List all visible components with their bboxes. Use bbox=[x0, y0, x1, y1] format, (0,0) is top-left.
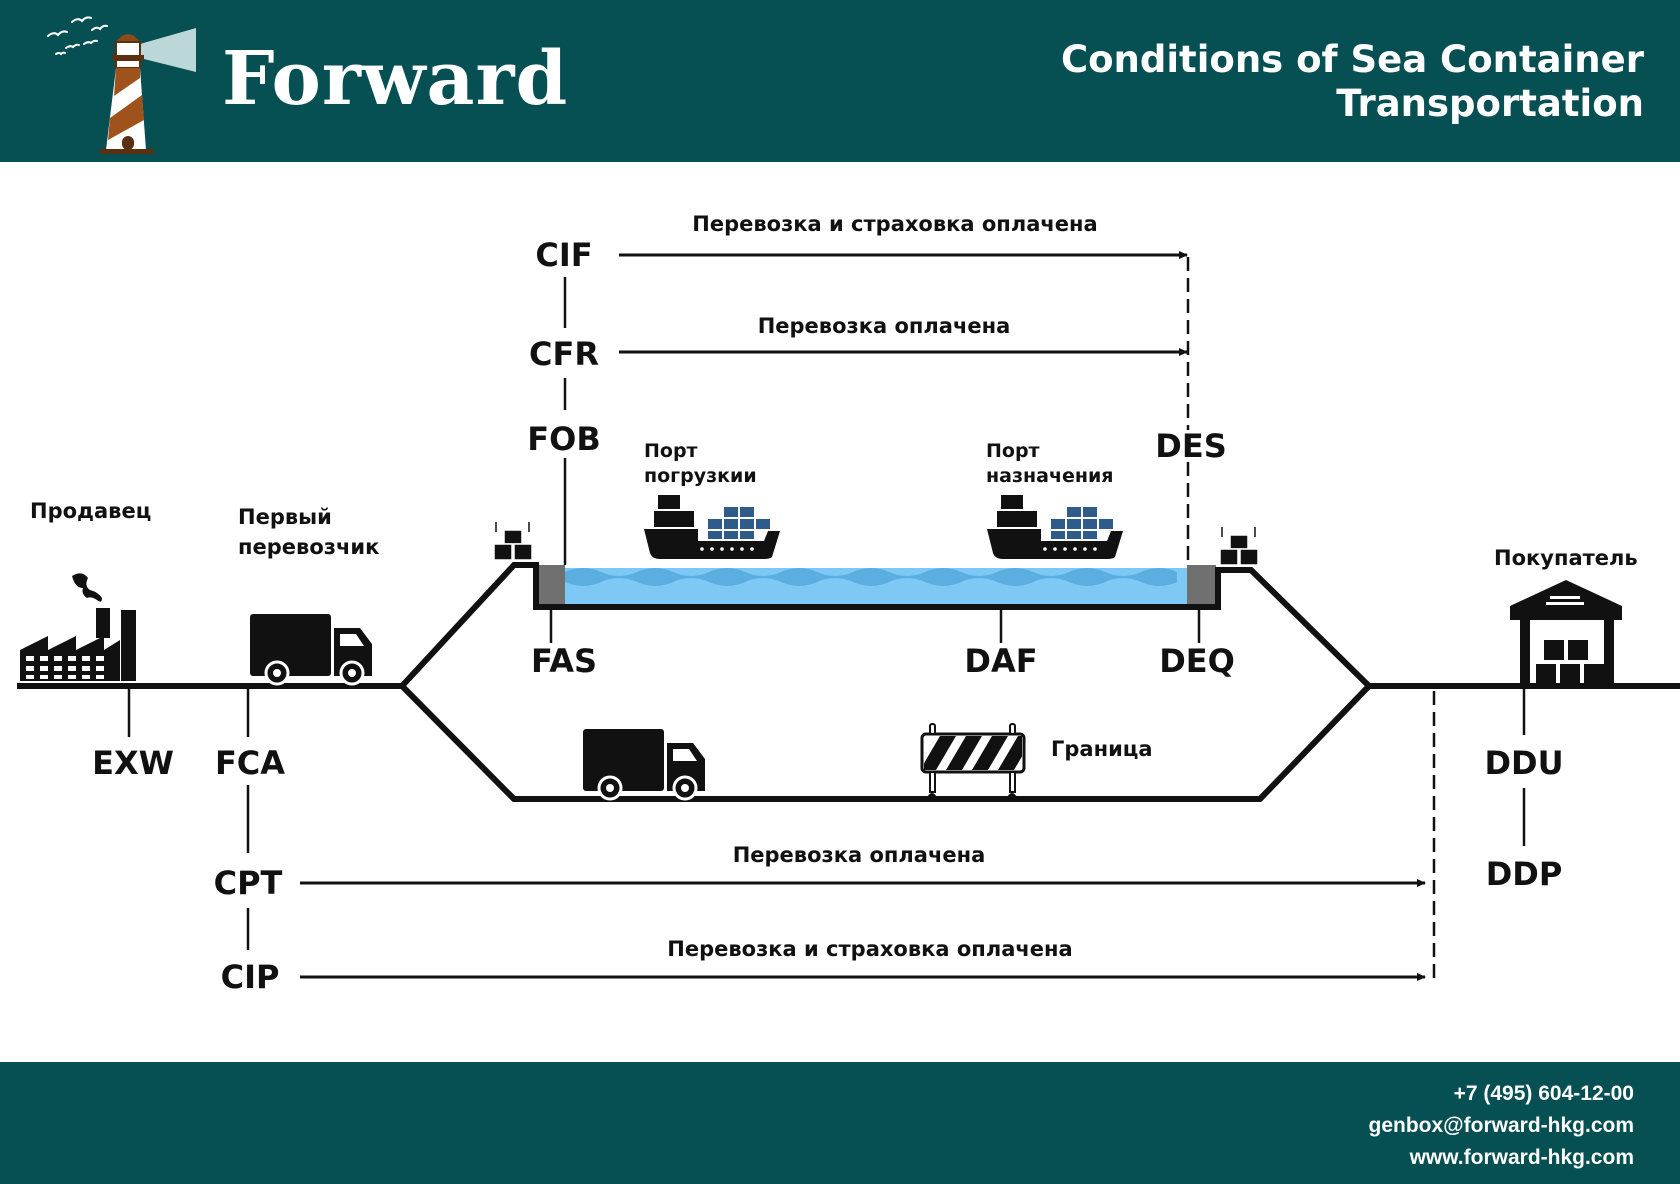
first-carrier-line-2: перевозчик bbox=[238, 535, 380, 559]
term-cpt: CPT bbox=[213, 864, 283, 902]
sea-waves bbox=[565, 568, 1177, 586]
page-title: Conditions of Sea Container Transportati… bbox=[1061, 38, 1644, 126]
term-des: DES bbox=[1155, 427, 1227, 465]
term-ddp: DDP bbox=[1485, 855, 1563, 893]
truck-icon bbox=[583, 729, 705, 801]
term-cif: CIF bbox=[535, 236, 593, 274]
buyer-label: Покупатель bbox=[1494, 546, 1638, 570]
email-link[interactable]: genbox@forward-hkg.com bbox=[1368, 1114, 1635, 1137]
container-stack-icon bbox=[493, 522, 533, 561]
port-loading-line-1: Порт bbox=[644, 440, 698, 462]
dock-right bbox=[1187, 565, 1216, 607]
cif-arrow-label: Перевозка и страховка оплачена bbox=[692, 212, 1098, 236]
port-loading-line-2: погрузкии bbox=[644, 465, 757, 487]
barrier-icon bbox=[920, 723, 1026, 799]
term-cfr: CFR bbox=[529, 335, 599, 373]
port-destination-line-2: назначения bbox=[986, 465, 1114, 487]
truck-icon bbox=[250, 614, 372, 686]
term-cip: CIP bbox=[220, 958, 280, 996]
title-line-1: Conditions of Sea Container bbox=[1060, 38, 1644, 81]
dock-left bbox=[536, 565, 565, 607]
seller-label: Продавец bbox=[30, 499, 152, 523]
factory-icon bbox=[20, 573, 136, 681]
border-label: Граница bbox=[1051, 737, 1153, 761]
cfr-arrow-label: Перевозка оплачена bbox=[757, 314, 1011, 338]
first-carrier-line-1: Первый bbox=[238, 505, 332, 529]
brand-name: Forward bbox=[222, 36, 569, 122]
container-stack-icon bbox=[1219, 527, 1259, 566]
title-line-2: Transportation bbox=[1336, 82, 1644, 125]
main-road bbox=[17, 562, 1680, 689]
term-ddu: DDU bbox=[1484, 744, 1564, 782]
phone-link[interactable]: +7 (495) 604-12-00 bbox=[1453, 1082, 1634, 1105]
ship-icon bbox=[987, 495, 1123, 559]
warehouse-icon bbox=[1510, 580, 1622, 684]
footer bbox=[0, 1062, 1680, 1184]
port-destination-line-1: Порт bbox=[986, 440, 1040, 462]
term-daf: DAF bbox=[964, 642, 1038, 680]
term-deq: DEQ bbox=[1159, 642, 1235, 680]
cip-arrow-label: Перевозка и страховка оплачена bbox=[667, 937, 1073, 961]
term-fca: FCA bbox=[214, 744, 286, 782]
first-carrier-label: Первый перевозчик bbox=[238, 502, 379, 562]
contacts: +7 (495) 604-12-00 genbox@forward-hkg.co… bbox=[1369, 1078, 1635, 1174]
ship-icon bbox=[644, 495, 780, 559]
port-loading-label: Порт погрузкии bbox=[644, 439, 757, 489]
lighthouse-icon bbox=[47, 16, 196, 154]
header: Forward Conditions of Sea Container Tran… bbox=[0, 0, 1680, 162]
term-exw: EXW bbox=[92, 744, 174, 782]
website-link[interactable]: www.forward-hkg.com bbox=[1409, 1146, 1634, 1169]
term-fas: FAS bbox=[531, 642, 597, 680]
term-fob: FOB bbox=[527, 420, 601, 458]
port-destination-label: Порт назначения bbox=[986, 439, 1114, 489]
land-route bbox=[399, 683, 1372, 802]
cpt-arrow-label: Перевозка оплачена bbox=[732, 843, 986, 867]
